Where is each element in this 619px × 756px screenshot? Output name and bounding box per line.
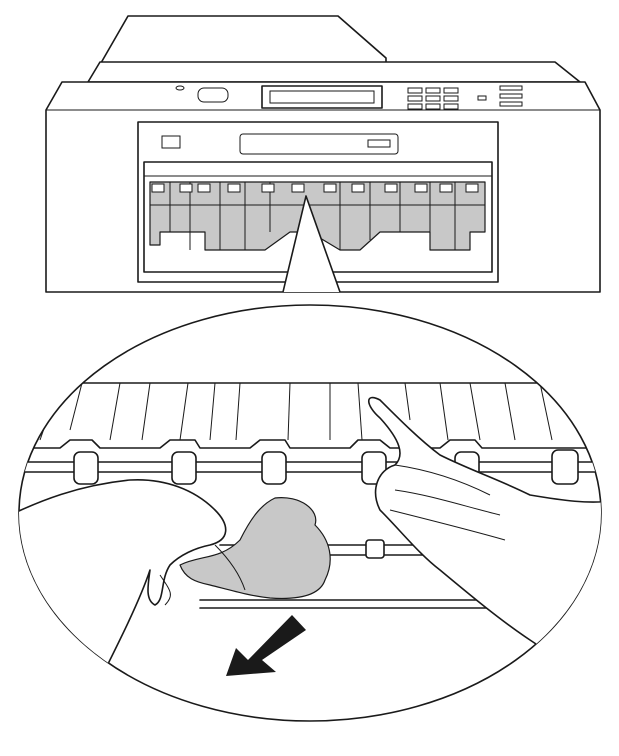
magnified-view [18, 195, 602, 722]
pull-arrow-icon [226, 615, 306, 676]
printer [45, 15, 601, 293]
lcd-display [261, 85, 383, 109]
navigation-buttons [175, 85, 229, 103]
paper-guides [39, 382, 586, 441]
paper-slot [239, 133, 399, 155]
cleaning-cloth [179, 497, 331, 600]
roller-shaft [19, 461, 601, 473]
callout-pointer [282, 195, 341, 293]
keypad [407, 85, 523, 110]
control-panel [87, 61, 581, 83]
right-hand [367, 396, 601, 661]
